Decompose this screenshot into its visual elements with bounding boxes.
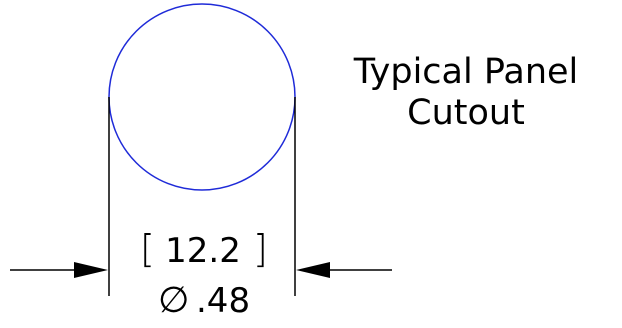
- metric-bracket-open: [: [140, 227, 155, 271]
- cutout-circle: [108, 3, 296, 191]
- arrowhead-right: [296, 262, 330, 278]
- title-line-1: Typical Panel: [353, 52, 579, 92]
- arrowhead-left: [74, 262, 108, 278]
- metric-bracket-close: ]: [253, 227, 268, 271]
- diameter-symbol: ∅: [158, 280, 189, 321]
- title-line-2: Cutout: [407, 93, 525, 133]
- imperial-dimension-value: .48: [196, 281, 250, 321]
- metric-dimension-value: 12.2: [165, 231, 241, 271]
